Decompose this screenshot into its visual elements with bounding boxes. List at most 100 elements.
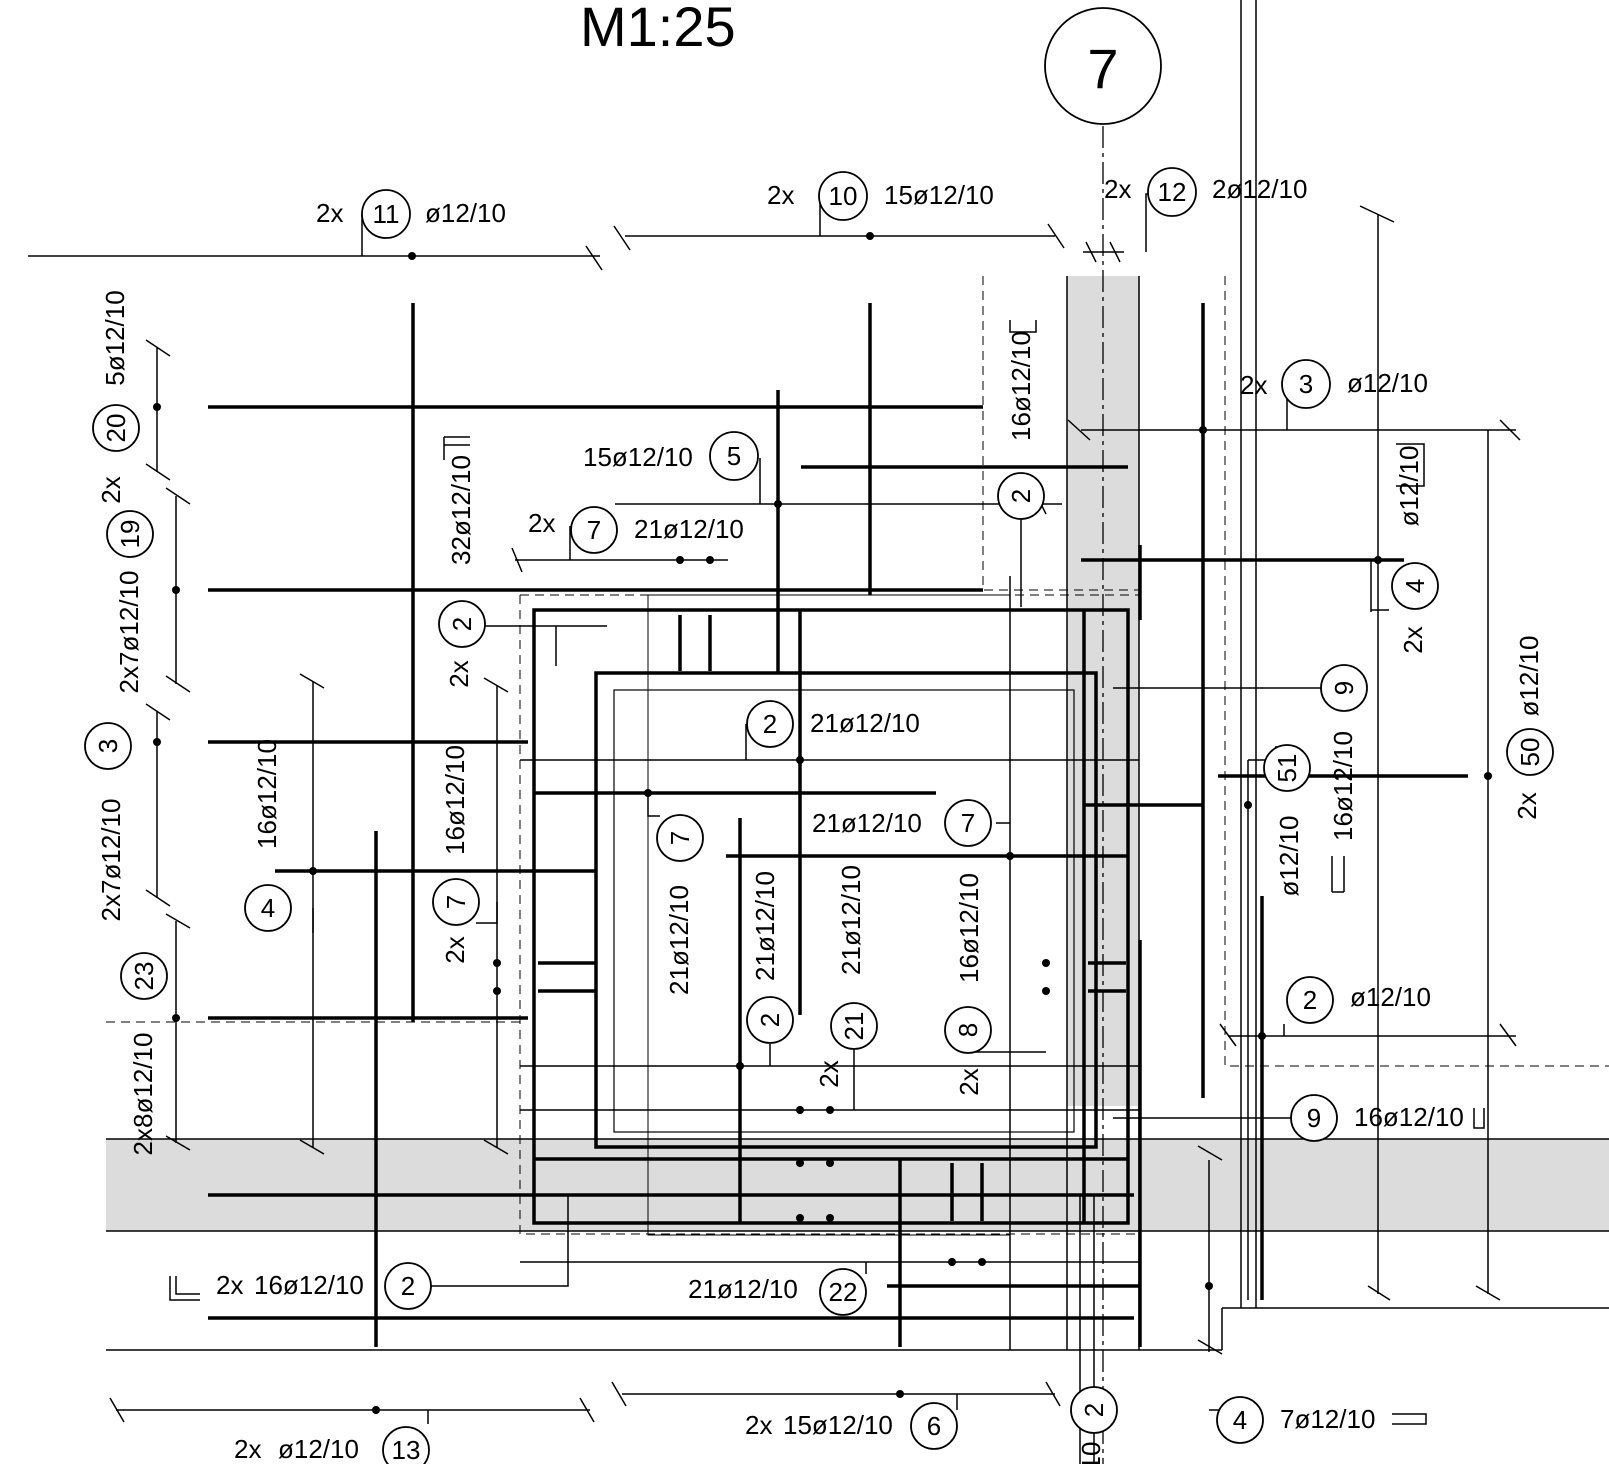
svg-text:21: 21 — [839, 1012, 869, 1041]
callout-m22: 21ø12/10 22 — [688, 1268, 867, 1316]
svg-text:21ø12/10: 21ø12/10 — [812, 808, 922, 838]
svg-text:22: 22 — [829, 1277, 858, 1307]
callout-m12: 2x 12 2ø12/10 — [1104, 167, 1307, 217]
svg-text:2x7ø12/10: 2x7ø12/10 — [96, 799, 126, 922]
callout-m7d: 21ø12/10 7 — [812, 799, 992, 847]
svg-text:5: 5 — [727, 441, 741, 471]
callout-m7b: 16ø12/10 7 2x — [432, 745, 480, 964]
callout-m9b: 9 16ø12/10 — [1290, 1094, 1485, 1142]
svg-text:ø12/10: ø12/10 — [1514, 636, 1544, 717]
callout-m7c: 7 21ø12/10 — [656, 814, 704, 995]
dimension-lines — [116, 214, 1516, 1464]
svg-text:2: 2 — [755, 1013, 785, 1027]
callout-m21: 21ø12/10 21 2x — [814, 865, 878, 1088]
callout-m51: 51 ø12/10 16ø12/10 — [1263, 731, 1358, 897]
svg-text:2x7ø12/10: 2x7ø12/10 — [114, 571, 144, 694]
svg-text:7: 7 — [587, 515, 601, 545]
svg-text:2ø12/10: 2ø12/10 — [1212, 174, 1307, 204]
callout-m50: ø12/10 50 2x — [1506, 636, 1554, 820]
svg-text:2x: 2x — [954, 1068, 984, 1095]
svg-text:51: 51 — [1272, 754, 1302, 783]
callout-m2d: 21ø12/10 2 — [746, 871, 794, 1044]
callout-m4r: ø12/10 4 2x — [1391, 443, 1439, 654]
svg-text:15ø12/10: 15ø12/10 — [583, 442, 693, 472]
svg-text:3: 3 — [93, 739, 123, 753]
svg-text:16ø12/10: 16ø12/10 — [1328, 731, 1358, 841]
svg-text:7: 7 — [665, 831, 695, 845]
callout-m2a: 2 — [438, 600, 486, 648]
callout-m20: 20 2x 5ø12/10 — [92, 290, 140, 504]
callout-m5: 15ø12/10 5 — [583, 431, 759, 481]
callout-m4b: 4 7ø12/10 — [1216, 1396, 1427, 1444]
svg-text:7: 7 — [441, 895, 471, 909]
svg-text:21ø12/10: 21ø12/10 — [634, 514, 744, 544]
svg-text:21ø12/10: 21ø12/10 — [688, 1274, 798, 1304]
svg-text:3: 3 — [1299, 369, 1313, 399]
callout-m6: 2x 15ø12/10 6 — [745, 1402, 958, 1450]
svg-text:32ø12/10: 32ø12/10 — [446, 455, 476, 565]
svg-text:ø12/10: ø12/10 — [1347, 368, 1428, 398]
svg-text:2x: 2x — [1104, 174, 1131, 204]
svg-text:12: 12 — [1158, 177, 1187, 207]
pit-frame — [532, 594, 1130, 1236]
svg-text:4: 4 — [261, 893, 275, 923]
svg-text:16ø12/10: 16ø12/10 — [1354, 1102, 1464, 1132]
callout-m13: 2x ø12/10 13 — [234, 1426, 430, 1464]
wall-shade-horizontal — [106, 1139, 1609, 1231]
svg-text:19: 19 — [115, 520, 145, 549]
svg-text:2x: 2x — [528, 508, 555, 538]
svg-text:16ø12/10: 16ø12/10 — [252, 739, 282, 849]
svg-text:2: 2 — [401, 1271, 415, 1301]
callout-m2b: 2x 2 — [444, 472, 1045, 688]
svg-text:6: 6 — [927, 1411, 941, 1441]
callout-m2c: 2 21ø12/10 — [746, 700, 920, 748]
svg-text:2x: 2x — [745, 1410, 772, 1440]
callout-m10: 2x 10 15ø12/10 — [767, 171, 994, 221]
callout-m11: 2x 11 ø12/10 — [316, 189, 506, 239]
svg-text:4: 4 — [1233, 1405, 1247, 1435]
callout-m3r: 2x 3 ø12/10 — [1240, 359, 1428, 409]
axis-label: 7 — [1087, 37, 1118, 100]
svg-text:16ø12/10: 16ø12/10 — [440, 745, 470, 855]
svg-text:2: 2 — [447, 617, 477, 631]
svg-text:2: 2 — [1079, 1403, 1109, 1417]
svg-text:4: 4 — [1400, 579, 1430, 593]
svg-text:21ø12/10: 21ø12/10 — [750, 871, 780, 981]
svg-text:2x: 2x — [440, 936, 470, 963]
svg-text:10: 10 — [829, 181, 858, 211]
svg-text:ø12/10: ø12/10 — [1274, 816, 1304, 897]
svg-text:2x: 2x — [814, 1060, 844, 1087]
svg-text:2x: 2x — [1240, 370, 1267, 400]
svg-text:11: 11 — [373, 199, 400, 229]
callout-m2f: 2x 16ø12/10 2 — [169, 1262, 432, 1310]
svg-text:23: 23 — [129, 962, 159, 991]
svg-text:21ø12/10: 21ø12/10 — [664, 885, 694, 995]
callout-m32: 32ø12/10 — [443, 436, 476, 565]
dashed-outlines — [106, 276, 1609, 1235]
svg-text:10: 10 — [1076, 1442, 1106, 1464]
svg-text:ø12/10: ø12/10 — [425, 198, 506, 228]
svg-text:2x8ø12/10: 2x8ø12/10 — [128, 1033, 158, 1156]
svg-text:ø12/10: ø12/10 — [1350, 982, 1431, 1012]
scale-label: M1:25 — [580, 0, 736, 58]
callout-m23: 23 2x8ø12/10 — [120, 952, 168, 1156]
svg-text:2x: 2x — [1512, 792, 1542, 819]
svg-text:13: 13 — [392, 1435, 421, 1464]
callout-m16top: 16ø12/10 — [1006, 320, 1037, 441]
callout-m2g: 2 10 — [1070, 1386, 1118, 1464]
svg-text:2x: 2x — [216, 1270, 243, 1300]
callout-m8: 16ø12/10 8 2x — [944, 873, 992, 1096]
svg-text:2x: 2x — [444, 660, 474, 687]
callout-m19: 19 2x7ø12/10 — [106, 510, 154, 694]
callout-m2e: 2 ø12/10 — [1286, 976, 1431, 1024]
svg-text:15ø12/10: 15ø12/10 — [884, 180, 994, 210]
svg-text:15ø12/10: 15ø12/10 — [783, 1410, 893, 1440]
svg-text:20: 20 — [101, 414, 131, 443]
svg-text:2: 2 — [763, 709, 777, 739]
callout-m7a: 2x 7 21ø12/10 — [528, 506, 744, 554]
svg-text:9: 9 — [1329, 681, 1359, 695]
svg-text:2x: 2x — [234, 1434, 261, 1464]
svg-text:16ø12/10: 16ø12/10 — [954, 873, 984, 983]
